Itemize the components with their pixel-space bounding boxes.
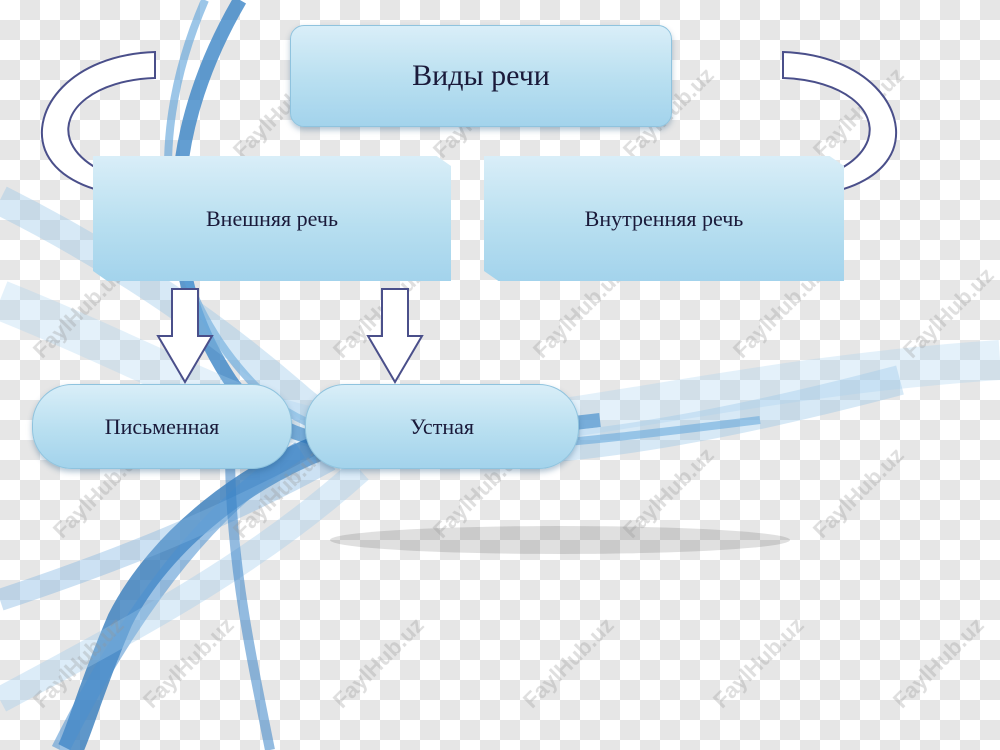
diagram-title-box: Виды речи	[290, 25, 672, 127]
written-speech-box: Письменная	[32, 384, 292, 469]
external-speech-box: Внешняя речь	[93, 156, 451, 281]
internal-speech-box: Внутренняя речь	[484, 156, 844, 281]
oral-speech-box: Устная	[305, 384, 579, 469]
external-speech-label: Внешняя речь	[206, 205, 338, 231]
oral-speech-label: Устная	[410, 413, 474, 439]
written-speech-label: Письменная	[104, 413, 220, 439]
internal-speech-label: Внутренняя речь	[584, 205, 744, 231]
diagram-title: Виды речи	[412, 59, 550, 92]
